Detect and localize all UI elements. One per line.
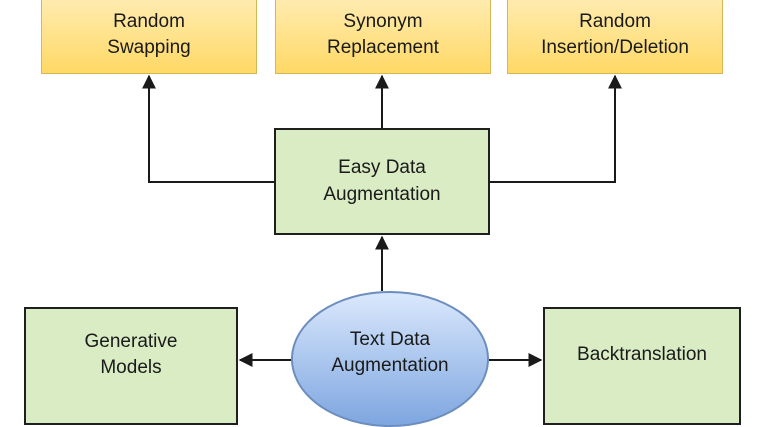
node-easy-data-augmentation: Easy Data Augmentation xyxy=(274,128,490,235)
edge-eda-to-random-swapping xyxy=(142,74,274,183)
node-random-insertion-deletion: Random Insertion/Deletion xyxy=(507,0,723,74)
node-random-swapping-label: Random Swapping xyxy=(107,10,191,58)
node-text-data-augmentation-label: Text Data Augmentation xyxy=(331,328,449,376)
node-synonym-replacement-label: Synonym Replacement xyxy=(327,10,439,58)
edge-eda-to-random-insertion-deletion xyxy=(490,74,622,183)
node-generative-models: Generative Models xyxy=(24,307,238,425)
edge-layer xyxy=(142,74,622,367)
node-backtranslation: Backtranslation xyxy=(543,307,741,425)
node-easy-data-augmentation-label: Easy Data Augmentation xyxy=(323,157,441,205)
node-synonym-replacement: Synonym Replacement xyxy=(275,0,491,74)
node-random-insertion-deletion-label: Random Insertion/Deletion xyxy=(541,10,689,58)
node-generative-models-label: Generative Models xyxy=(84,330,178,378)
node-backtranslation-label: Backtranslation xyxy=(577,343,707,365)
node-random-swapping: Random Swapping xyxy=(41,0,257,74)
node-text-data-augmentation: Text Data Augmentation xyxy=(291,291,489,427)
